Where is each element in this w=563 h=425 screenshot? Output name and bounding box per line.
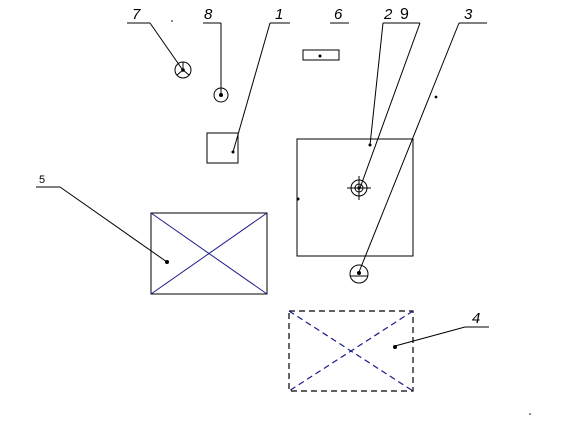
small-rectangle (302, 49, 340, 61)
item-5: 5 (36, 174, 268, 295)
item-4: 4 (288, 310, 489, 392)
label-1: 1 (275, 6, 283, 23)
label-2: 2 (383, 6, 393, 23)
item-8: 8 (203, 6, 229, 103)
label-5: 5 (39, 174, 45, 186)
label-9: 9 (400, 6, 409, 23)
large-square-box (296, 138, 414, 257)
label-8: 8 (204, 6, 213, 23)
label-6: 6 (334, 6, 343, 23)
item-2: 2 (296, 6, 414, 257)
item-7: 7 (127, 6, 192, 79)
label-4: 4 (472, 310, 480, 327)
sensor-symbol-icon (213, 87, 229, 103)
item-6: 6 (302, 6, 349, 61)
item-3: 3 (349, 6, 487, 284)
pump-symbol-icon (349, 264, 369, 284)
label-7: 7 (132, 6, 141, 23)
label-3: 3 (464, 6, 473, 23)
dashed-rectangle (288, 310, 414, 392)
item-1: 1 (206, 6, 290, 164)
item-9: 9 (347, 6, 421, 200)
crossed-rectangle (150, 212, 268, 295)
small-square-box (206, 132, 239, 164)
